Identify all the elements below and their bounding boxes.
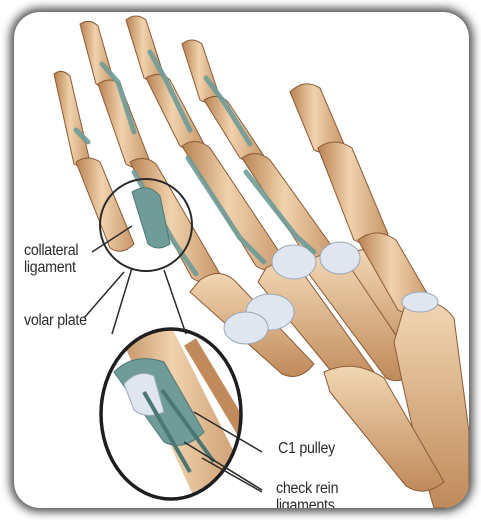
inset-magnified-joint [94,312,254,508]
inset-connector-2 [164,270,186,334]
volar-pointer [84,272,124,318]
label-check-rein-ligaments: check rein ligaments [276,480,386,508]
label-collateral-ligament: collateral ligament [24,242,107,276]
illustration-frame: collateral ligament volar plate C1 pulle… [14,12,469,508]
label-volar-plate: volar plate [24,312,87,329]
inset-connector [112,268,132,334]
label-c1-pulley: C1 pulley [278,440,335,457]
